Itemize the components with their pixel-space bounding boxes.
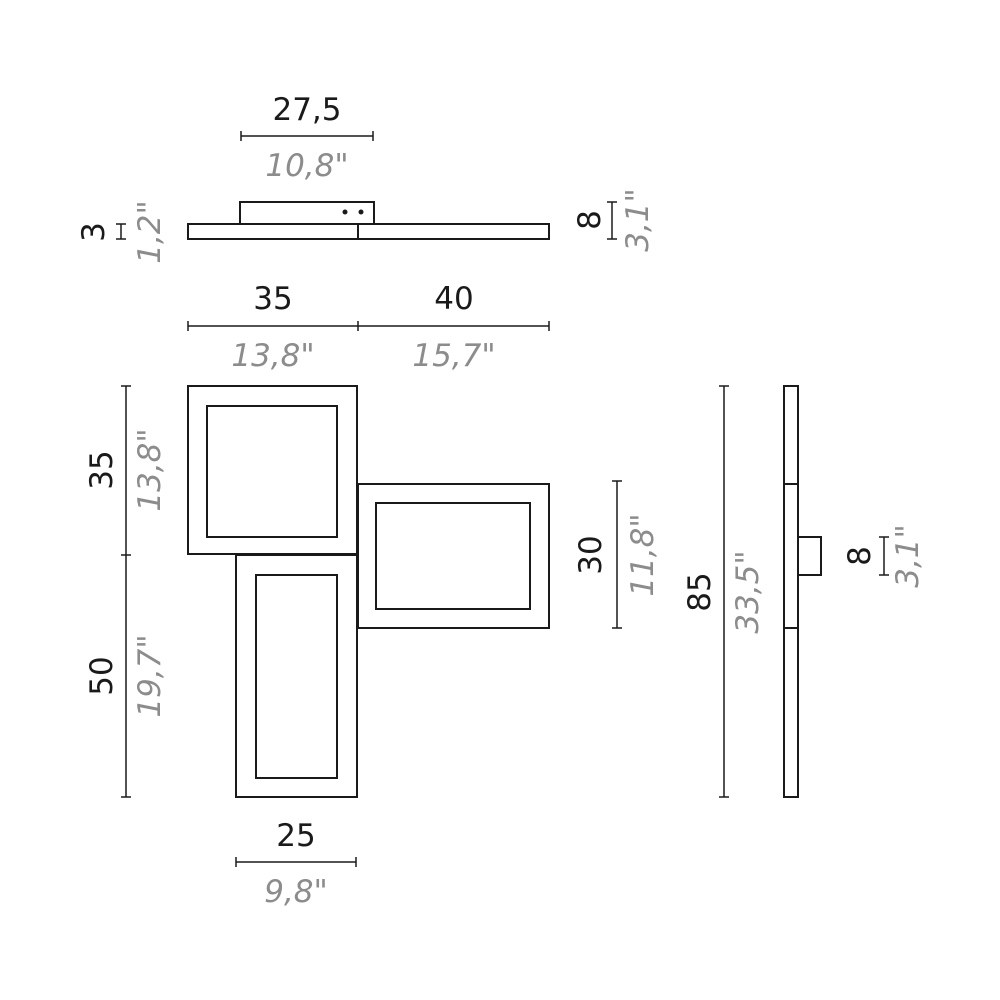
side-view — [783, 385, 822, 798]
label-side-depth-in: 3,1" — [890, 524, 926, 588]
panel-top-left — [187, 385, 358, 555]
dimension-side-height: 85 33,5" — [682, 385, 766, 798]
label-height-top-in: 13,8" — [132, 428, 168, 511]
panel-bottom-inner — [255, 574, 338, 779]
label-length-in: 10,8" — [265, 148, 348, 184]
label-depth-in: 3,1" — [620, 188, 656, 252]
front-view — [187, 385, 550, 798]
screw-dot-right — [358, 209, 364, 215]
mount-box — [239, 201, 375, 225]
dimension-side-depth: 8 3,1" — [842, 524, 926, 588]
dimension-length: 27,5 10,8" — [240, 92, 374, 184]
label-width-bottom-cm: 25 — [276, 818, 315, 854]
label-side-height-in: 33,5" — [730, 550, 766, 633]
label-width-right-in: 15,7" — [412, 338, 495, 374]
dimension-width-bottom: 25 9,8" — [235, 818, 357, 910]
label-height-bottom-cm: 50 — [84, 656, 120, 695]
dimension-heights-left: 35 13,8" 50 19,7" — [84, 385, 168, 798]
panel-profile — [187, 223, 550, 240]
dimension-height-right: 30 11,8" — [573, 480, 661, 629]
panel-right-inner — [375, 502, 531, 610]
dimension-depth: 8 3,1" — [572, 188, 656, 252]
dimension-thickness: 3 1,2" — [76, 200, 168, 264]
label-height-top-cm: 35 — [84, 450, 120, 489]
label-depth-cm: 8 — [572, 210, 608, 230]
label-width-bottom-in: 9,8" — [264, 874, 328, 910]
label-side-depth-cm: 8 — [842, 546, 878, 566]
label-length-cm: 27,5 — [272, 92, 341, 128]
label-width-left-cm: 35 — [253, 281, 292, 317]
label-height-bottom-in: 19,7" — [132, 634, 168, 717]
dimension-widths: 35 13,8" 40 15,7" — [187, 281, 550, 374]
label-width-left-in: 13,8" — [231, 338, 314, 374]
label-thickness-in: 1,2" — [132, 200, 168, 264]
side-mount-box — [797, 536, 822, 576]
label-side-height-cm: 85 — [682, 572, 718, 611]
label-width-right-cm: 40 — [434, 281, 473, 317]
label-thickness-cm: 3 — [76, 222, 112, 242]
panel-bottom — [235, 554, 358, 798]
label-height-right-in: 11,8" — [625, 513, 661, 596]
panel-right — [357, 483, 550, 629]
top-view: 27,5 10,8" 3 1,2" 8 3,1" — [76, 92, 656, 264]
panel-top-left-inner — [206, 405, 338, 538]
screw-dot-left — [342, 209, 348, 215]
label-height-right-cm: 30 — [573, 535, 609, 574]
side-profile — [783, 385, 799, 798]
